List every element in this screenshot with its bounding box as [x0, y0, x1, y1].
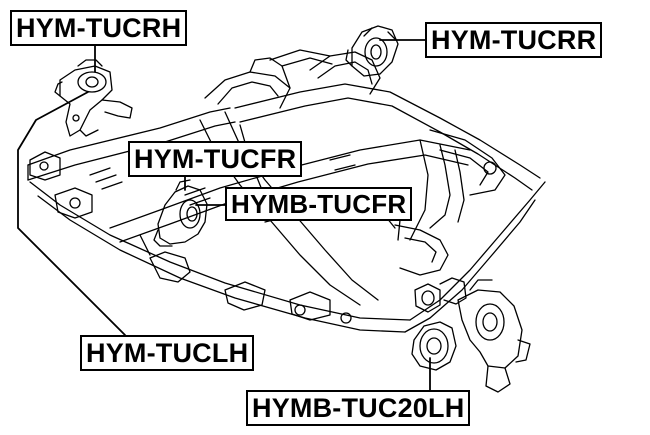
leader-lines	[17, 39, 431, 391]
leader-tuclh	[17, 91, 126, 336]
part-label-hym-tucfr: HYM-TUCFR	[128, 141, 303, 177]
part-label-hym-tucrr: HYM-TUCRR	[425, 22, 603, 58]
part-tucfr-drawing	[153, 179, 208, 247]
part-tuc20lh-drawing	[411, 277, 531, 393]
part-label-hym-tucrh: HYM-TUCRH	[10, 10, 188, 46]
part-label-hymb-tuc20lh: HYMB-TUC20LH	[246, 390, 471, 426]
part-tucrh-drawing	[54, 59, 133, 137]
part-label-hym-tuclh: HYM-TUCLH	[80, 335, 255, 371]
part-label-hymb-tucfr: HYMB-TUCFR	[225, 187, 413, 221]
part-tucrr-drawing	[345, 25, 399, 77]
